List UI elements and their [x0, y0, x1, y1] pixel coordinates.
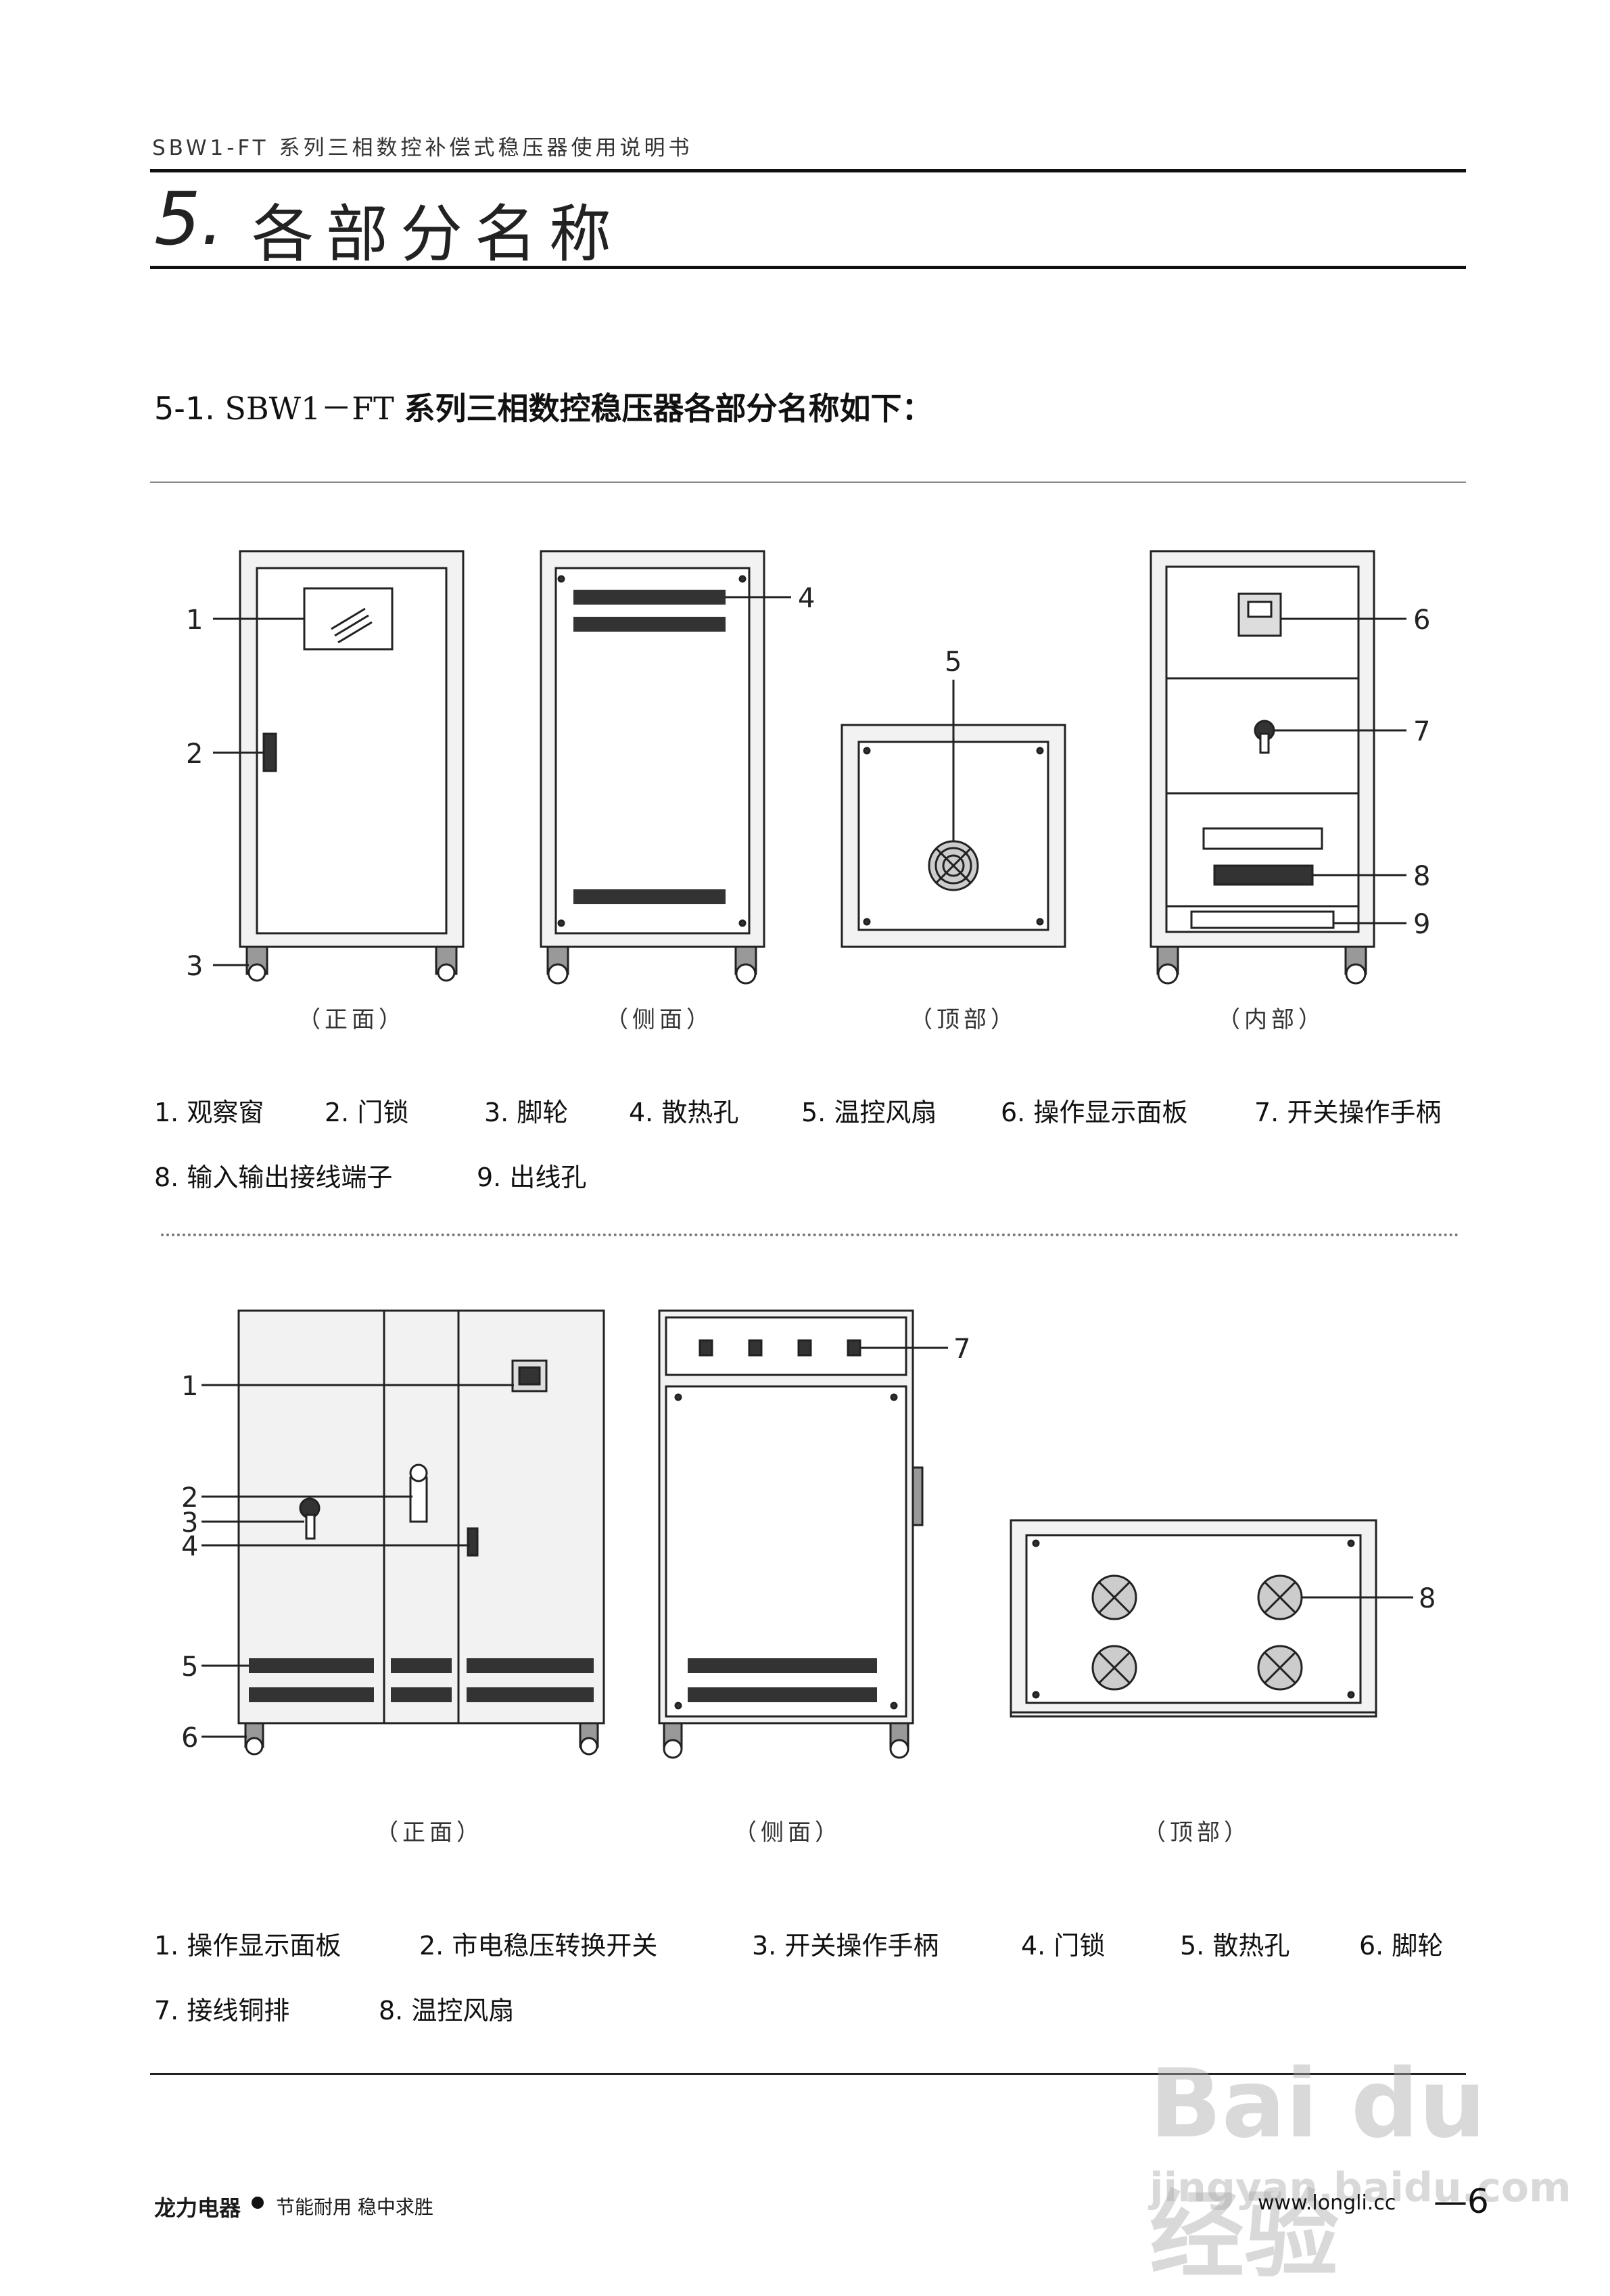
figure1-drawings: 1 2 3 4 5 6 7 8 9 — [186, 550, 1430, 985]
fig1-callout-1: 1 — [186, 605, 203, 636]
figure1-top-rule — [150, 482, 1466, 483]
fig1-legend-item: 7. 开关操作手柄 — [1254, 1098, 1442, 1127]
header-rule-top — [150, 169, 1466, 172]
fig1-caption-top: （顶部） — [909, 1006, 1018, 1033]
fig2-side-cabinet — [658, 1309, 924, 1759]
fig2-callout-6: 6 — [181, 1723, 198, 1754]
fig1-callout-6: 6 — [1413, 605, 1430, 636]
fig1-caption-front: （正面） — [298, 1006, 406, 1033]
fig2-legend-item: 1. 操作显示面板 — [154, 1931, 341, 1961]
footer-url[interactable]: www.longli.cc — [1258, 2191, 1396, 2215]
fig2-callout-8: 8 — [1419, 1583, 1436, 1614]
header-rule-bottom — [150, 266, 1466, 269]
section-title: 各部分名称 — [252, 198, 624, 271]
fig1-legend-item: 6. 操作显示面板 — [1001, 1098, 1188, 1127]
fig1-callout-7: 7 — [1413, 716, 1430, 747]
fig2-callout-7: 7 — [953, 1334, 970, 1365]
watermark-url: jingyan.baidu.com — [1150, 2164, 1571, 2211]
fig1-callout-4: 4 — [798, 583, 815, 614]
fig2-caption-top: （顶部） — [1143, 1819, 1251, 1846]
fig1-callout-9: 9 — [1413, 909, 1430, 940]
fig1-legend-item: 8. 输入输出接线端子 — [154, 1163, 393, 1192]
footer-bullet — [252, 2197, 264, 2209]
fig1-inside-cabinet — [1150, 550, 1375, 985]
fig1-side-cabinet — [540, 550, 765, 985]
document-title: SBW1-FT 系列三相数控补偿式稳压器使用说明书 — [152, 136, 693, 160]
fig1-callout-3: 3 — [186, 951, 203, 982]
fig2-legend-item: 7. 接线铜排 — [154, 1996, 290, 2025]
section-number: 5. — [154, 177, 224, 262]
fig2-legend-item: 6. 脚轮 — [1359, 1931, 1444, 1961]
figure-separator — [161, 1234, 1459, 1236]
fig2-caption-side: （侧面） — [734, 1819, 842, 1846]
fig2-callout-3: 3 — [181, 1507, 198, 1539]
subsection-number: 5-1. — [154, 390, 215, 427]
fig1-callout-5: 5 — [945, 647, 962, 678]
fig2-legend-item: 4. 门锁 — [1021, 1931, 1106, 1961]
fig1-legend-item: 1. 观察窗 — [154, 1098, 264, 1127]
fig1-legend-item: 2. 门锁 — [325, 1098, 409, 1127]
watermark-logo: Bai du 经验 — [1150, 2049, 1486, 2291]
fig2-caption-front: （正面） — [375, 1819, 483, 1846]
fig1-legend-item: 4. 散热孔 — [629, 1098, 739, 1127]
footer-brand: 龙力电器 — [154, 2195, 241, 2221]
fig1-caption-side: （侧面） — [605, 1006, 713, 1033]
fig2-legend-item: 3. 开关操作手柄 — [752, 1931, 939, 1961]
fig2-callout-4: 4 — [181, 1531, 198, 1562]
footer-rule — [150, 2073, 1466, 2075]
fig2-legend-item: 8. 温控风扇 — [379, 1996, 515, 2025]
fig1-legend-item: 5. 温控风扇 — [801, 1098, 937, 1127]
fig2-callout-2: 2 — [181, 1482, 198, 1514]
fig1-callout-2: 2 — [186, 739, 203, 770]
footer-slogan: 节能耐用 稳中求胜 — [276, 2196, 433, 2218]
figure2-drawings: 1 2 3 4 5 6 7 8 — [181, 1309, 1436, 1759]
fig1-callout-8: 8 — [1413, 861, 1430, 892]
page-number: —6 — [1434, 2182, 1489, 2221]
fig1-caption-inside: （内部） — [1217, 1006, 1325, 1033]
fig1-legend-item: 3. 脚轮 — [484, 1098, 569, 1127]
fig1-front-cabinet — [239, 550, 465, 982]
fig2-top-cabinet — [1010, 1519, 1377, 1718]
fig2-legend-item: 5. 散热孔 — [1180, 1931, 1290, 1961]
subsection-model: SBW1－FT — [224, 390, 394, 427]
fig2-front-cabinet — [237, 1309, 605, 1756]
subsection-heading: 5-1. SBW1－FT 系列三相数控稳压器各部分名称如下： — [154, 384, 932, 429]
fig2-legend-item: 2. 市电稳压转换开关 — [419, 1931, 658, 1961]
fig2-callout-5: 5 — [181, 1651, 198, 1683]
subsection-text: 系列三相数控稳压器各部分名称如下： — [404, 390, 933, 427]
fig1-legend-item: 9. 出线孔 — [477, 1163, 587, 1192]
fig2-callout-1: 1 — [181, 1371, 198, 1402]
